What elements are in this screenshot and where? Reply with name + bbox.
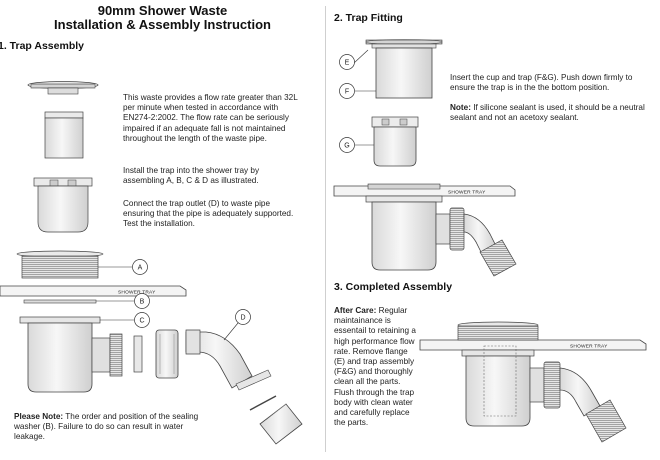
section3-heading: 3. Completed Assembly bbox=[334, 281, 453, 293]
flange-part-top bbox=[27, 81, 99, 95]
seal-ring bbox=[133, 335, 143, 373]
section2-note: Note: If silicone sealant is used, it sh… bbox=[450, 103, 654, 123]
callout-d: D bbox=[223, 309, 251, 341]
callout-c: C bbox=[100, 312, 150, 328]
compression-nut bbox=[259, 403, 303, 445]
flange-part-e bbox=[365, 39, 443, 49]
section3-assembly: SHOWER TRAY bbox=[419, 321, 647, 443]
label-d: D bbox=[240, 315, 245, 322]
callout-b: B bbox=[96, 293, 150, 309]
aftercare-label: After Care: bbox=[334, 306, 377, 315]
threaded-body-a bbox=[16, 250, 104, 279]
section2-paragraph-1: Insert the cup and trap (F&G). Push down… bbox=[450, 73, 633, 93]
trap-cup-part-top bbox=[44, 111, 84, 159]
nut-part bbox=[155, 329, 179, 379]
shower-tray-1: SHOWER TRAY bbox=[0, 285, 187, 297]
note-text: If silicone sealant is used, it should b… bbox=[450, 103, 645, 123]
label-b: B bbox=[140, 299, 145, 306]
trap-body-c bbox=[19, 316, 123, 393]
section1-note: Please Note: The order and position of t… bbox=[14, 412, 214, 443]
tray-label: SHOWER TRAY bbox=[118, 290, 156, 296]
label-f: F bbox=[345, 89, 349, 96]
column-divider bbox=[325, 6, 326, 452]
cup-part-f bbox=[375, 47, 433, 99]
label-e: E bbox=[345, 60, 350, 67]
label-g: G bbox=[344, 143, 349, 150]
aftercare-text: Regular maintainance is essentail to ret… bbox=[334, 306, 416, 428]
callout-f: F bbox=[339, 83, 376, 99]
sealing-washer-b bbox=[23, 299, 97, 304]
trap-part-g bbox=[371, 116, 419, 167]
elbow-outlet-d bbox=[185, 329, 253, 389]
document-subtitle: Installation & Assembly Instruction bbox=[54, 17, 271, 32]
callout-g: G bbox=[339, 137, 374, 153]
callout-e: E bbox=[339, 49, 369, 70]
section1-paragraph-3: Connect the trap outlet (D) to waste pip… bbox=[123, 199, 294, 229]
note-text: The order and position of the sealing wa… bbox=[14, 412, 199, 442]
section2-heading: 2. Trap Fitting bbox=[334, 12, 403, 24]
aftercare-paragraph: After Care: Regular maintainance is esse… bbox=[334, 306, 418, 428]
section1-heading: 1. Trap Assembly bbox=[0, 40, 84, 52]
trap-body-part-top bbox=[33, 177, 93, 233]
document-title: 90mm Shower Waste bbox=[97, 3, 228, 18]
section1-paragraph-1: This waste provides a flow rate greater … bbox=[123, 93, 298, 143]
section2-assembly: SHOWER TRAY bbox=[333, 183, 517, 277]
tray-label: SHOWER TRAY bbox=[570, 344, 608, 350]
tray-label: SHOWER TRAY bbox=[448, 190, 486, 196]
note-label: Note: bbox=[450, 103, 471, 112]
washer-rings bbox=[235, 369, 277, 411]
section1-paragraph-2: Install the trap into the shower tray by… bbox=[123, 166, 260, 186]
note-label: Please Note: bbox=[14, 412, 64, 421]
label-a: A bbox=[138, 265, 143, 272]
label-c: C bbox=[139, 318, 144, 325]
callout-a: A bbox=[98, 259, 148, 275]
